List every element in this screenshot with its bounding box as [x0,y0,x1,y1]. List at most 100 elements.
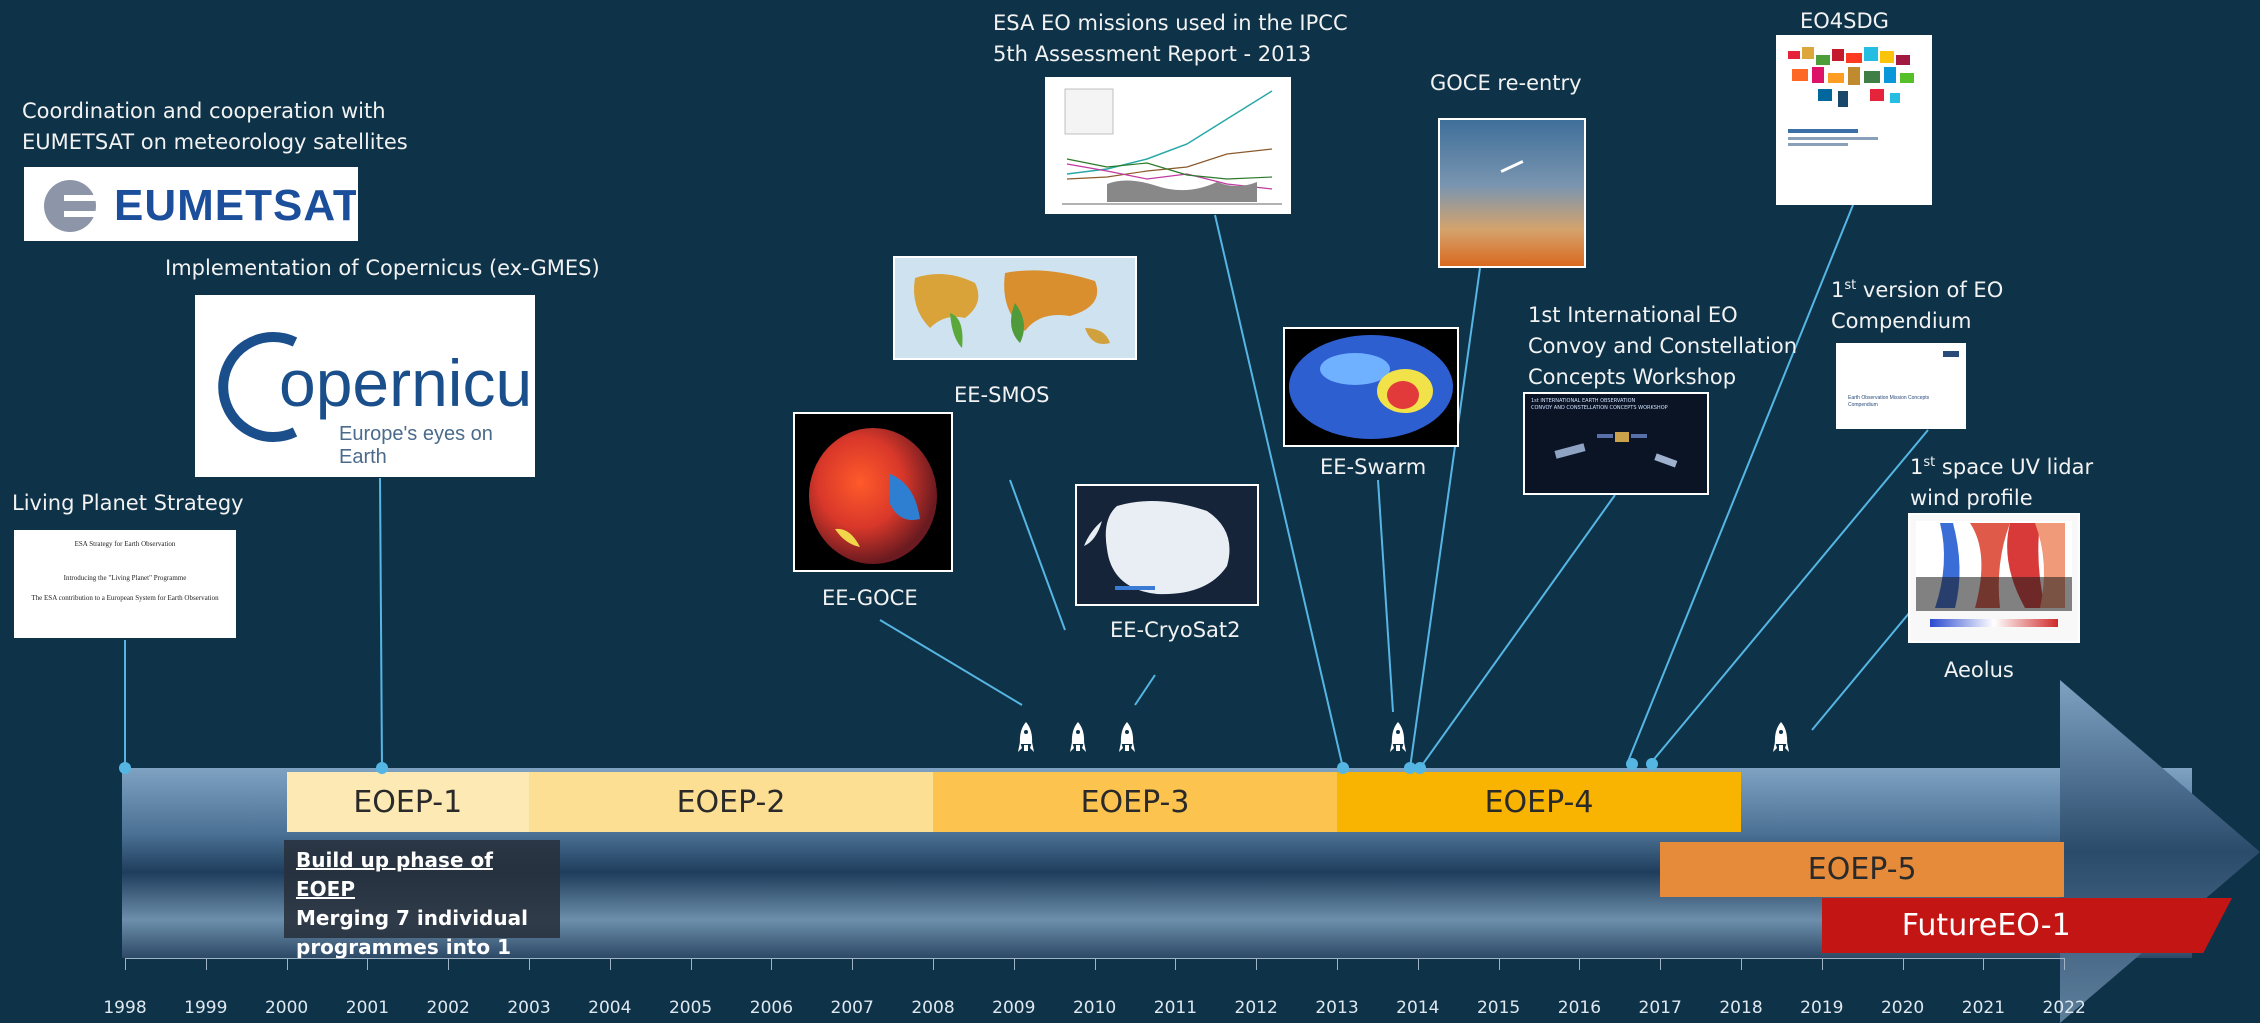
year-label-2009: 2009 [992,998,1036,1018]
copernicus-wordmark: opernicus [279,346,533,420]
year-tick-2012 [1256,958,1258,970]
year-label-2015: 2015 [1476,998,1521,1018]
marker-2001 [376,762,388,774]
rocket-icon [1070,722,1087,752]
year-tick-1999 [205,958,207,970]
year-label-2022: 2022 [2042,998,2086,1018]
swarm-field-image [1283,327,1459,447]
compendium-image: Earth Observation Mission Concepts Compe… [1836,343,1966,429]
year-tick-2006 [771,958,773,970]
leader-aeolus [1811,599,1921,731]
year-label-2012: 2012 [1234,998,1278,1018]
year-label-2005: 2005 [668,998,713,1018]
ipcc-chart-image [1045,77,1291,214]
caption-copernicus: Implementation of Copernicus (ex-GMES) [165,256,600,280]
year-label-2019: 2019 [1800,998,1844,1018]
programme-label: EOEP-5 [1807,852,1917,887]
year-axis-line [125,958,2065,959]
caption-compendium: 1st version of EO Compendium [1831,270,2003,337]
rocket-icon [1773,722,1790,752]
year-tick-2001 [367,958,369,970]
caption-aeolus: Aeolus [1944,658,2014,682]
goce-geoid-image [793,412,953,572]
year-tick-2004 [609,958,611,970]
caption-aeolus-lidar: 1st space UV lidar wind profile [1910,447,2093,514]
marker-2013 [1337,762,1349,774]
buildup-text: Merging 7 individual programmes into 1 [296,906,528,959]
year-tick-2000 [286,958,288,970]
convoy-workshop-image: 1st INTERNATIONAL EARTH OBSERVATION CONV… [1523,392,1709,495]
reentry-streak [1500,160,1524,173]
year-label-2016: 2016 [1557,998,1602,1018]
programme-band-eoep-1: EOEP-1 [286,772,529,832]
year-label-2014: 2014 [1396,998,1440,1018]
leader-smos [1009,479,1066,631]
marker-2014 [1404,762,1416,774]
esa-logo-icon [1943,351,1959,357]
year-tick-2005 [690,958,692,970]
marker-1998 [119,762,131,774]
year-tick-2003 [529,958,530,970]
aeolus-num: 1 [1910,455,1924,479]
year-tick-2021 [1983,958,1985,970]
programme-label: EOEP-4 [1484,784,1594,820]
living-planet-document: ESA Strategy for Earth Observation Intro… [14,530,236,638]
leader-compendium [1649,429,1929,765]
year-tick-2020 [1902,958,1904,970]
copernicus-tagline: Europe's eyes on Earth [339,423,493,468]
cryosat-antarctica-image [1075,484,1259,606]
doc-line-1: ESA Strategy for Earth Observation [74,540,176,548]
rocket-icon [1389,722,1406,752]
caption-ipcc: ESA EO missions used in the IPCC 5th Ass… [993,11,1348,66]
rocket-icon [1017,722,1034,752]
year-label-2006: 2006 [749,998,794,1018]
year-label-1998: 1998 [103,998,147,1018]
compendium-num: 1 [1831,278,1845,302]
year-tick-2022 [2064,958,2066,970]
leader-goce [879,619,1023,706]
year-tick-2011 [1175,958,1177,970]
buildup-title: Build up phase of EOEP [296,848,493,901]
programme-band-eoep-3: EOEP-3 [933,772,1337,832]
year-label-2004: 2004 [588,998,632,1018]
year-tick-2007 [852,958,854,970]
leader-swarm [1377,479,1394,713]
satellites-graphic [1554,432,1678,468]
eumetsat-logo: EUMETSAT [24,167,358,241]
year-label-2008: 2008 [911,998,955,1018]
swarm-field-graphic [1289,335,1453,439]
year-tick-2019 [1821,958,1823,970]
year-label-2017: 2017 [1638,998,1682,1018]
caption-ee-smos: EE-SMOS [954,383,1050,407]
leader-eo4sdg [1626,204,1854,765]
year-tick-2009 [1013,958,1015,970]
smos-map-image [893,256,1137,360]
compendium-image-text: Earth Observation Mission Concepts Compe… [1848,395,1930,408]
eumetsat-wordmark: EUMETSAT [114,181,358,230]
caption-living-planet: Living Planet Strategy [12,491,244,515]
year-tick-2013 [1337,958,1338,970]
aeolus-lidar-text: space UV lidar wind profile [1910,455,2094,510]
year-label-2010: 2010 [1072,998,1117,1018]
caption-goce-reentry: GOCE re-entry [1430,71,1582,95]
year-label-2020: 2020 [1880,998,1925,1018]
caption-eumetsat: Coordination and cooperation with EUMETS… [22,99,408,154]
marker-2016 [1626,758,1638,770]
aeolus-sup: st [1923,455,1936,470]
caption-ee-goce: EE-GOCE [822,586,918,610]
year-tick-2002 [448,958,450,970]
programme-band-eoep-5: EOEP-5 [1660,842,2065,897]
programme-band-eoep-4: EOEP-4 [1337,772,1741,832]
year-label-2018: 2018 [1719,998,1763,1018]
geoid-graphic [809,428,937,564]
year-tick-2018 [1741,958,1742,970]
leader-ipcc [1214,214,1344,769]
goce-reentry-image [1438,118,1586,268]
year-tick-2008 [933,958,934,970]
year-label-2021: 2021 [1961,998,2006,1018]
marker-2017 [1646,758,1658,770]
leader-cryosat [1134,674,1156,706]
wind-profile-graphic [1916,521,2072,627]
caption-ee-cryosat2: EE-CryoSat2 [1110,618,1241,642]
